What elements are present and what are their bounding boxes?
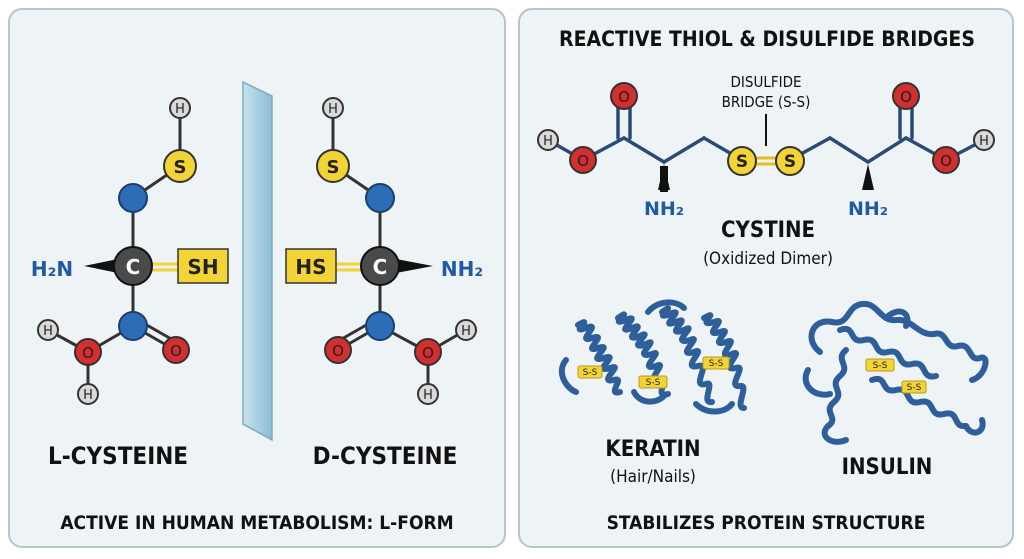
svg-text:C: C — [126, 255, 141, 279]
wedge-bond — [396, 259, 433, 273]
right-panel — [518, 8, 1014, 548]
disulfide-bridge-label: BRIDGE (S-S) — [722, 93, 811, 111]
amino-group-label: NH₂ — [441, 257, 483, 281]
oxygen-atom: O — [162, 336, 190, 364]
oxygen-atom: O — [569, 146, 597, 174]
cystine-sublabel: (Oxidized Dimer) — [703, 249, 833, 269]
wedge-bond — [658, 164, 670, 190]
insulin-label: INSULIN — [842, 455, 933, 480]
cystine-molecule: H O O S S O O H NH₂ NH₂ — [537, 82, 995, 220]
carbon-atom — [365, 183, 395, 213]
svg-text:O: O — [577, 152, 589, 170]
svg-text:H: H — [423, 388, 433, 403]
oxygen-atom: O — [892, 82, 920, 110]
sulfur-atom: S — [163, 149, 197, 183]
thiol-group-label: HS — [285, 248, 337, 284]
mirror-plane — [242, 80, 273, 442]
hydrogen-atom: H — [417, 383, 439, 405]
svg-text:O: O — [900, 88, 912, 106]
chiral-carbon-atom: C — [360, 246, 400, 286]
svg-text:S-S: S-S — [583, 368, 598, 378]
keratin-label: KERATIN — [605, 437, 700, 462]
oxygen-atom: O — [324, 336, 352, 364]
disulfide-bond-marker: S-S — [638, 375, 668, 389]
bond-lines — [331, 108, 467, 392]
svg-text:HS: HS — [295, 255, 326, 279]
right-footer-caption: STABILIZES PROTEIN STRUCTURE — [607, 512, 926, 534]
disulfide-bond-marker: S-S — [702, 356, 730, 370]
d-cysteine-molecule: H S C HS NH₂ O O H H — [285, 97, 483, 405]
svg-text:O: O — [618, 88, 630, 106]
carbon-atom — [118, 183, 148, 213]
svg-text:S: S — [327, 157, 340, 178]
hydrogen-atom: H — [455, 319, 477, 341]
sulfur-atom: S — [727, 146, 757, 176]
amino-group-label: H₂N — [31, 257, 73, 281]
svg-text:S-S: S-S — [907, 383, 922, 393]
hydrogen-atom: H — [537, 129, 559, 151]
l-cysteine-molecule: H S C SH H₂N O O H H — [31, 97, 229, 405]
disulfide-bond-marker: S-S — [901, 380, 927, 394]
svg-text:O: O — [170, 342, 182, 360]
disulfide-bridge-label: DISULFIDE — [731, 73, 802, 91]
svg-text:O: O — [82, 344, 94, 362]
svg-text:H: H — [328, 102, 338, 117]
svg-text:H: H — [979, 134, 989, 149]
svg-text:H: H — [461, 324, 471, 339]
svg-text:O: O — [940, 152, 952, 170]
svg-text:SH: SH — [187, 255, 218, 279]
carbon-atom — [118, 311, 148, 341]
oxygen-atom: O — [414, 338, 442, 366]
amino-group-label: NH₂ — [644, 198, 684, 220]
carbon-atom — [365, 311, 395, 341]
keratin-sublabel: (Hair/Nails) — [610, 467, 696, 487]
hydrogen-atom: H — [77, 383, 99, 405]
chiral-carbon-atom: C — [113, 246, 153, 286]
bond-lines — [47, 108, 182, 392]
oxygen-atom: O — [610, 82, 638, 110]
disulfide-bond-marker: S-S — [577, 365, 603, 379]
thiol-group-label: SH — [177, 248, 229, 284]
svg-text:H: H — [543, 134, 553, 149]
svg-text:S: S — [784, 152, 796, 172]
l-cysteine-label: L-CYSTEINE — [48, 442, 188, 470]
svg-text:O: O — [332, 342, 344, 360]
keratin-protein-illustration: S-S S-S S-S — [558, 299, 747, 415]
svg-text:S: S — [174, 157, 187, 178]
svg-text:H: H — [43, 324, 53, 339]
disulfide-bond-marker: S-S — [865, 358, 895, 372]
sulfur-atom: S — [775, 146, 805, 176]
svg-text:H: H — [83, 388, 93, 403]
cystine-label: CYSTINE — [721, 218, 815, 243]
sulfur-atom: S — [316, 149, 350, 183]
insulin-protein-illustration: S-S S-S — [802, 300, 989, 445]
right-panel-title: REACTIVE THIOL & DISULFIDE BRIDGES — [559, 27, 975, 51]
svg-text:H: H — [175, 102, 185, 117]
hydrogen-atom: H — [169, 97, 191, 119]
svg-text:S: S — [736, 152, 748, 172]
svg-text:S-S: S-S — [873, 361, 888, 371]
svg-text:S-S: S-S — [709, 359, 724, 369]
oxygen-atom: O — [932, 146, 960, 174]
hydrogen-atom: H — [973, 129, 995, 151]
amino-group-label: NH₂ — [848, 198, 888, 220]
oxygen-atom: O — [74, 338, 102, 366]
hydrogen-atom: H — [37, 319, 59, 341]
svg-text:C: C — [373, 255, 388, 279]
wedge-bond — [84, 259, 118, 273]
svg-text:S-S: S-S — [646, 378, 661, 388]
left-footer-caption: ACTIVE IN HUMAN METABOLISM: L-FORM — [60, 512, 453, 534]
svg-text:O: O — [422, 344, 434, 362]
hydrogen-atom: H — [322, 97, 344, 119]
d-cysteine-label: D-CYSTEINE — [313, 442, 458, 470]
wedge-bond — [862, 164, 874, 190]
